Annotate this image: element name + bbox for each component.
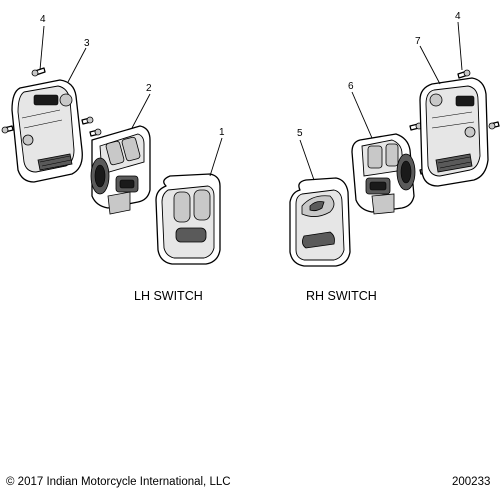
rh-switch-caption: RH SWITCH (306, 289, 377, 303)
lh-screw (89, 128, 102, 137)
lh-switch-housing (11, 79, 83, 183)
rh-switch-housing (419, 77, 489, 187)
rh-screw (457, 69, 471, 79)
lh-switch-cover (155, 173, 221, 265)
callout-4-right: 4 (455, 11, 461, 22)
callout-1: 1 (219, 127, 225, 138)
rh-switch-assembly (351, 133, 416, 215)
callout-3: 3 (84, 38, 90, 49)
lh-screw (81, 116, 94, 125)
diagram-code: 200233 (452, 476, 490, 488)
leader-lines (39, 21, 463, 181)
callout-4-left: 4 (40, 14, 46, 25)
copyright-text: © 2017 Indian Motorcycle International, … (6, 476, 231, 488)
rh-screw (488, 121, 500, 130)
lh-switch-assembly (90, 125, 151, 215)
lh-screw (31, 67, 46, 77)
lh-switch-caption: LH SWITCH (134, 289, 203, 303)
rh-switch-cover (289, 177, 351, 267)
callout-7: 7 (415, 36, 421, 47)
callout-2: 2 (146, 83, 152, 94)
callout-6: 6 (348, 81, 354, 92)
lh-screw (1, 125, 14, 134)
callout-5: 5 (297, 128, 303, 139)
